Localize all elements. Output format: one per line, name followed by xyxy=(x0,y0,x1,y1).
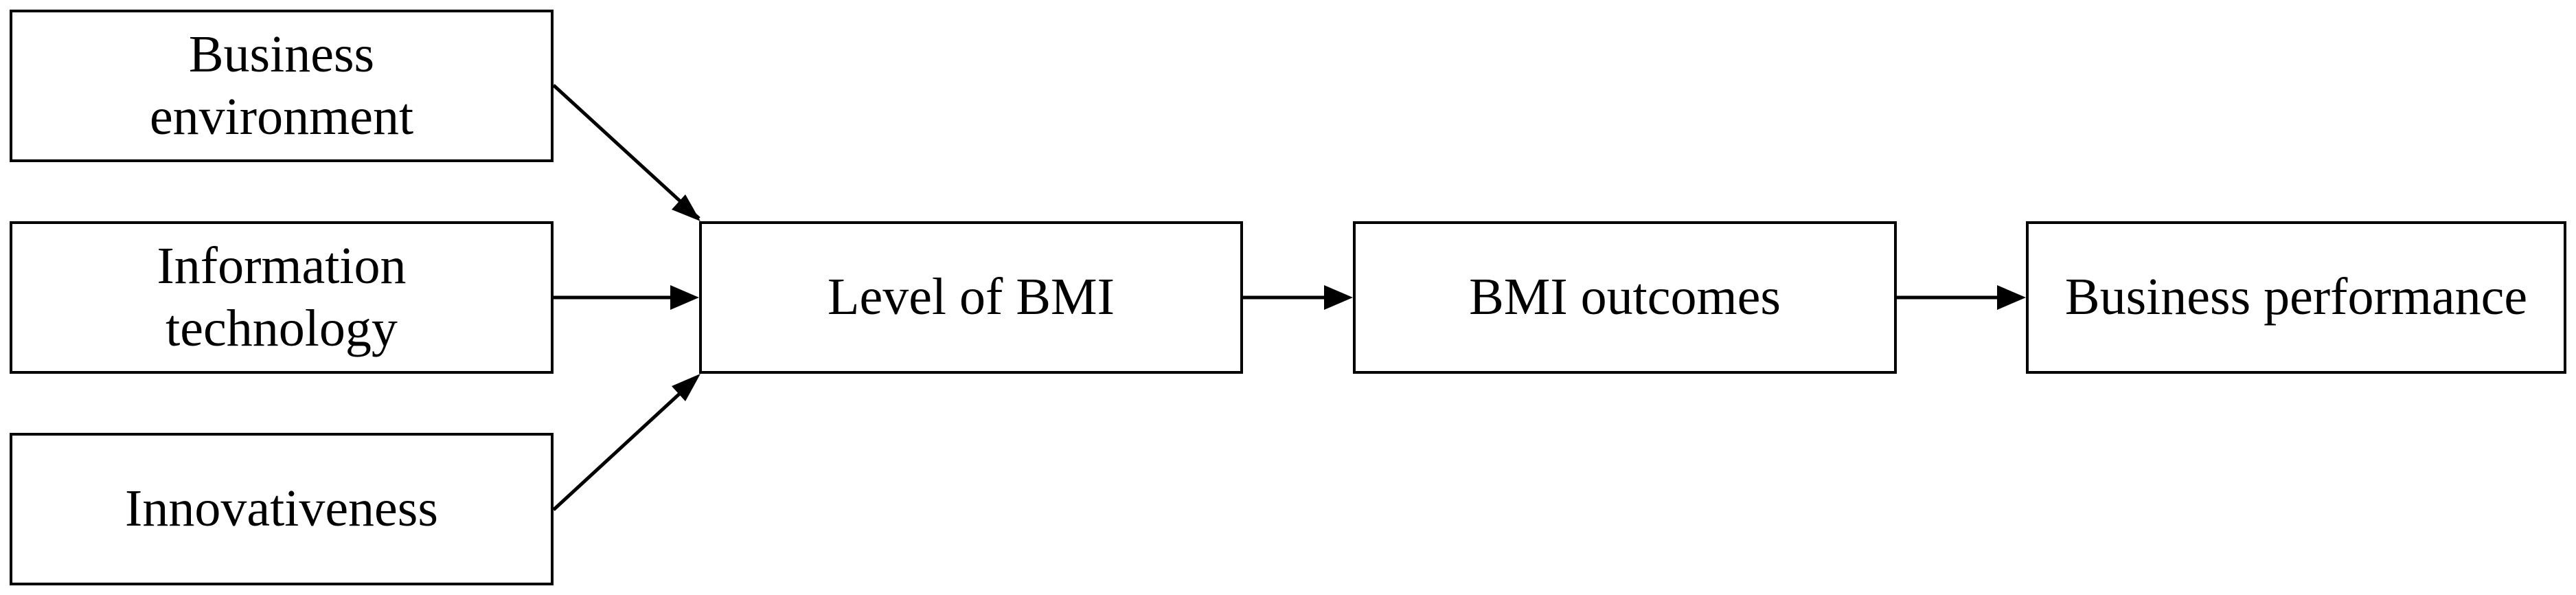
node-business-performance: Business performance xyxy=(2026,221,2566,374)
node-level-of-bmi: Level of BMI xyxy=(699,221,1243,374)
edge-business-environment-to-level-of-bmi xyxy=(552,84,700,220)
node-business-environment: Business environment xyxy=(10,10,554,162)
arrowhead-business-environment xyxy=(672,194,700,221)
edge-innovativeness-to-level-of-bmi xyxy=(552,389,685,511)
node-bmi-outcomes: BMI outcomes xyxy=(1353,221,1897,374)
node-innovativeness: Innovativeness xyxy=(10,433,554,585)
arrowhead-business-performance xyxy=(1997,285,2026,310)
node-information-technology: Information technology xyxy=(10,221,554,374)
arrowhead-innovativeness xyxy=(672,374,700,401)
arrowhead-bmi-outcomes xyxy=(1324,285,1353,310)
arrowhead-information-technology xyxy=(670,285,699,310)
